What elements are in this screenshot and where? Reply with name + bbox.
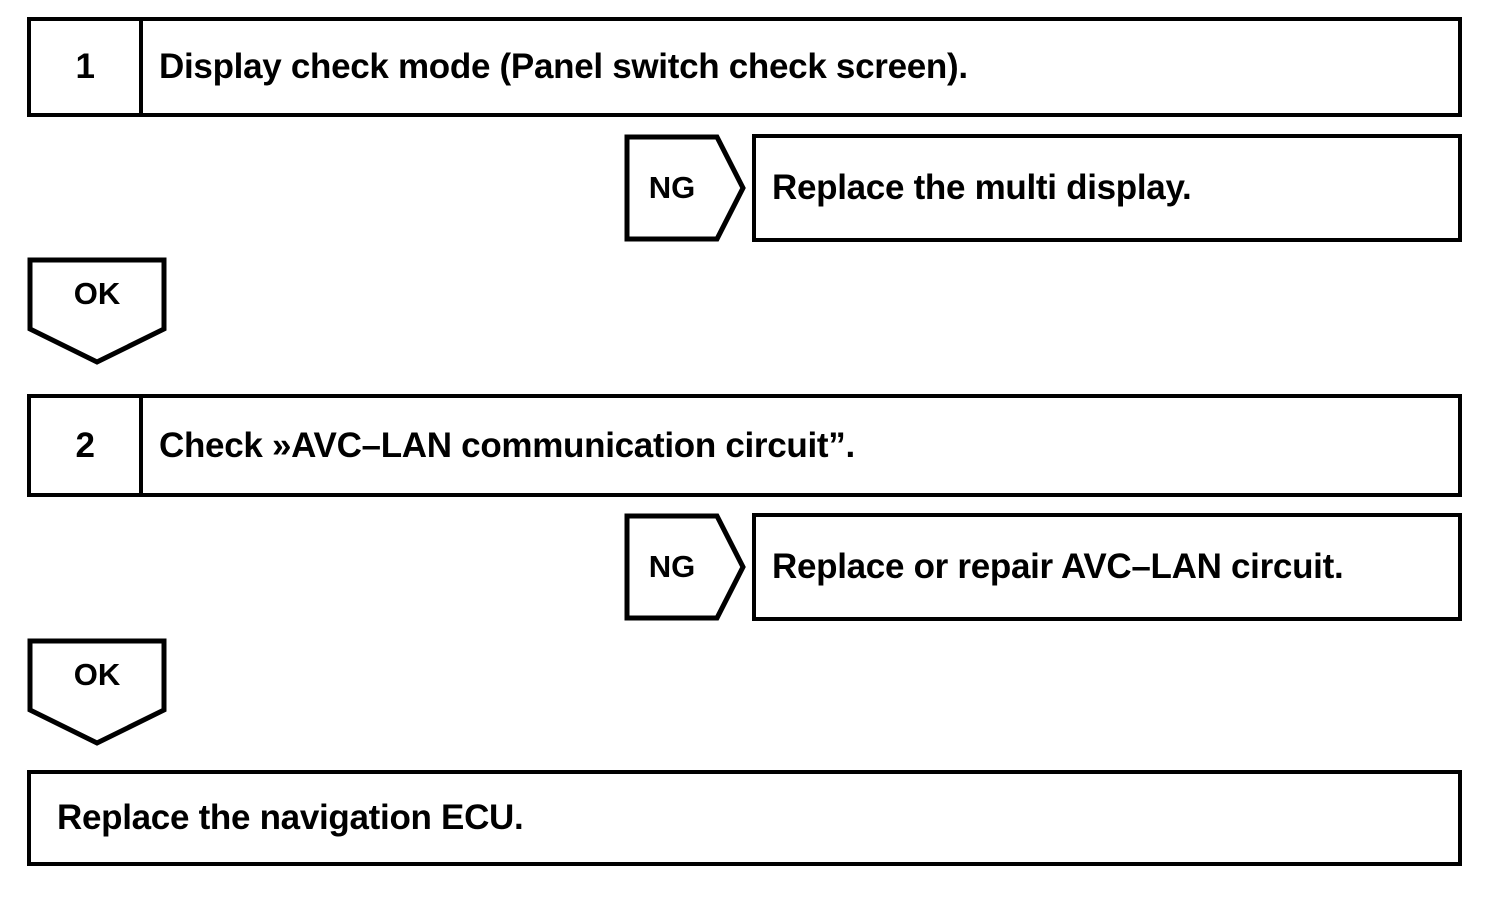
final-result-box: Replace the navigation ECU.: [27, 770, 1462, 866]
step-box-1: 1 Display check mode (Panel switch check…: [27, 17, 1462, 117]
ok-arrow-2: OK: [27, 638, 167, 746]
ng-label-1: NG: [648, 170, 696, 205]
step-number-2: 2: [31, 398, 143, 493]
ng-arrow-1: NG: [624, 134, 746, 242]
step-number-1: 1: [31, 21, 143, 113]
ok-arrow-1: OK: [27, 257, 167, 365]
ok-label-1: OK: [73, 276, 121, 311]
step-text-1: Display check mode (Panel switch check s…: [159, 47, 968, 86]
ok-arrow-shape-icon: [27, 257, 167, 365]
ng-result-box-1: Replace the multi display.: [752, 134, 1462, 242]
ok-arrow-shape-icon: [27, 638, 167, 746]
step-box-2: 2 Check »AVC–LAN communication circuit”.: [27, 394, 1462, 497]
ng-arrow-shape-icon: [624, 134, 746, 242]
ng-label-2: NG: [648, 549, 696, 584]
ng-arrow-2: NG: [624, 513, 746, 621]
ok-label-2: OK: [73, 657, 121, 692]
ng-result-box-2: Replace or repair AVC–LAN circuit.: [752, 513, 1462, 621]
step-text-2: Check »AVC–LAN communication circuit”.: [159, 425, 855, 465]
ng-arrow-shape-icon: [624, 513, 746, 621]
